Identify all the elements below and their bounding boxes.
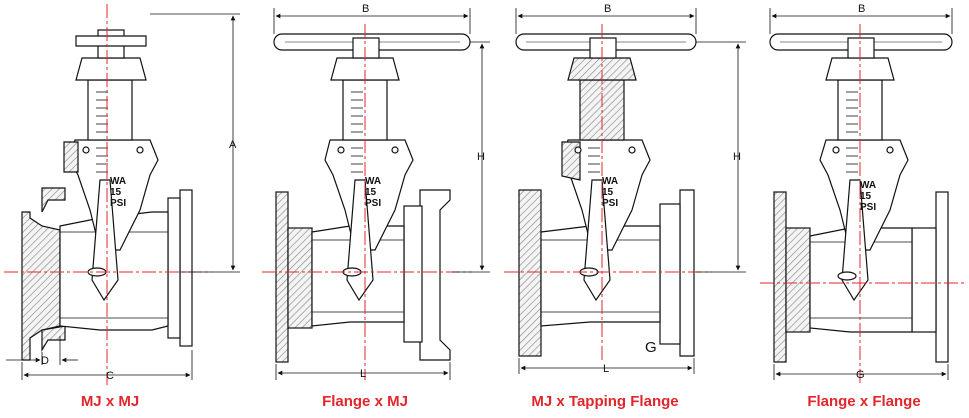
dimension-label-g: G [645,339,657,356]
view-mj-x-tapping-flange: WA 15 PSI B H L G [504,3,746,375]
dimension-label-c: C [106,370,114,382]
valve-marking-psi: PSI [365,198,381,209]
centerlines [262,24,472,380]
valve-marking-psi: PSI [860,202,876,213]
dimension-label-h: H [733,151,741,163]
valve-body [275,37,451,363]
dimension-label-b: B [362,3,369,15]
valve-marking-wa: WA [110,176,126,187]
centerlines [760,24,966,385]
dimension-label-l: L [360,368,366,380]
dimension-label-a: A [229,139,237,151]
caption-mj-x-mj: MJ x MJ [80,393,140,410]
valve-body [773,37,949,363]
dimension-label-d: D [41,355,49,367]
dimension-lines [515,8,746,374]
valve-marking-psi: PSI [110,198,126,209]
dimension-label-h: H [477,151,485,163]
centerlines [4,4,212,385]
caption-mj-x-tapping-flange: MJ x Tapping Flange [531,393,679,410]
dimension-label-b: B [604,3,611,15]
view-flange-x-flange: WA 15 PSI B G [760,3,966,385]
caption-flange-x-mj: Flange x MJ [322,393,408,410]
caption-flange-x-flange: Flange x Flange [807,393,921,410]
dimension-label-g: G [856,369,865,381]
valve-marking-15: 15 [602,187,614,198]
dimension-label-l: L [603,363,609,375]
valve-marking-15: 15 [860,191,872,202]
valve-marking-psi: PSI [602,198,618,209]
valve-body [21,29,193,361]
view-flange-x-mj: WA 15 PSI B H L [262,3,490,380]
valve-marking-15: 15 [110,187,122,198]
valve-marking-wa: WA [860,180,876,191]
dimension-lines [273,8,490,380]
valve-body [518,37,695,357]
valve-marking-15: 15 [365,187,377,198]
valve-marking-wa: WA [602,176,618,187]
centerlines [504,24,712,362]
view-mj-x-mj: WA 15 PSI A C D [4,4,240,385]
dimension-label-b: B [858,3,865,15]
dimension-lines [6,13,240,380]
valve-marking-wa: WA [365,176,381,187]
dimension-lines [769,8,953,380]
